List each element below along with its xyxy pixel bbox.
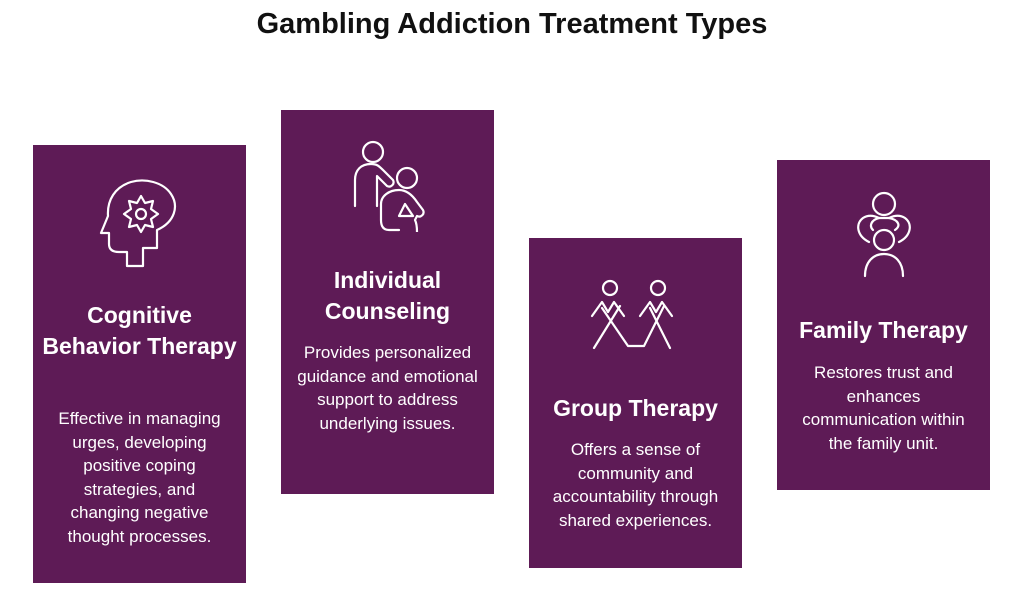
head-gear-icon [33, 178, 246, 270]
card-title: Group Therapy [553, 395, 718, 421]
card-description: Restores trust and enhances communicatio… [802, 363, 965, 453]
card-family-therapy: Family Therapy Restores trust and enhanc… [777, 160, 990, 490]
card-group-therapy: Group Therapy Offers a sense of communit… [529, 238, 742, 568]
card-title: Cognitive Behavior Therapy [42, 302, 237, 359]
card-title: Individual Counseling [324, 267, 451, 324]
group-people-icon [529, 278, 742, 352]
card-description: Provides personalized guidance and emoti… [297, 343, 478, 433]
card-description: Effective in managing urges, developing … [58, 409, 221, 546]
card-description: Offers a sense of community and accounta… [552, 440, 719, 530]
card-title: Family Therapy [799, 317, 968, 343]
counselor-client-icon [281, 140, 494, 232]
family-embrace-icon [777, 190, 990, 282]
card-cognitive-behavior-therapy: Cognitive Behavior Therapy Effective in … [33, 145, 246, 583]
card-individual-counseling: Individual Counseling Provides personali… [281, 110, 494, 494]
page-title: Gambling Addiction Treatment Types [256, 8, 768, 40]
